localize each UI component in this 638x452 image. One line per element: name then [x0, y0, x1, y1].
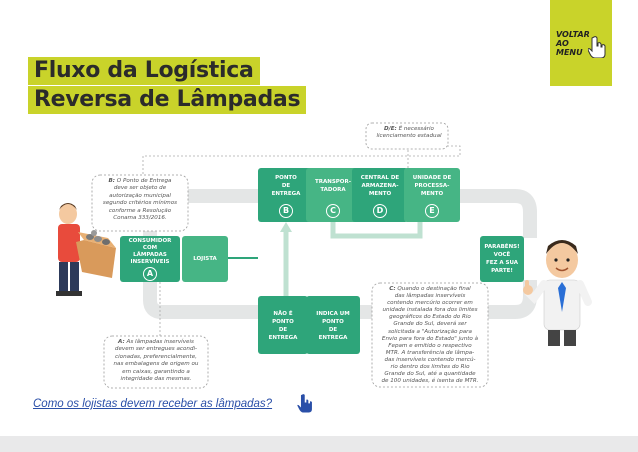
box-unidade-processamento: UNIDADE DE PROCESSA- MENTO E — [404, 168, 460, 222]
badge-b: B — [279, 204, 293, 218]
box-ponto-de-entrega: PONTO DE ENTREGA B — [258, 168, 314, 222]
badge-e: E — [425, 204, 439, 218]
pointer-hand-icon — [588, 36, 606, 58]
badge-a: A — [143, 267, 157, 281]
footer-bar — [0, 436, 638, 452]
note-b: B: O Ponto de Entrega deve ser objeto de… — [102, 178, 178, 222]
box-indica-ponto: INDICA UM PONTO DE ENTREGA — [306, 296, 360, 354]
box-consumidor: CONSUMIDOR COM LÂMPADAS INSERVÍVEIS A — [120, 236, 180, 282]
box-transportadora: TRANSPOR- TADORA C — [306, 168, 360, 222]
badge-d: D — [373, 204, 387, 218]
person-with-lamp-box-illustration — [56, 203, 116, 296]
note-a: A: As lâmpadas inservíveis devem ser ent… — [113, 339, 199, 383]
box-parabens: PARABÉNS! VOCÊ FEZ A SUA PARTE! — [480, 236, 524, 282]
pointer-hand-icon — [297, 393, 313, 414]
note-c: C: Quando o destinação final das lâmpada… — [381, 286, 479, 385]
lojistas-receber-lampadas-link[interactable]: Como os lojistas devem receber as lâmpad… — [33, 398, 273, 410]
page-title-line1: Fluxo da Logística — [28, 57, 260, 85]
businessman-thumbs-up-illustration — [523, 240, 592, 346]
back-to-menu-button[interactable]: VOLTAR AO MENU — [550, 0, 612, 86]
menu-label: VOLTAR AO MENU — [556, 30, 590, 57]
page-title-line2: Reversa de Lâmpadas — [28, 86, 307, 114]
box-nao-e-ponto: NÃO É PONTO DE ENTREGA — [258, 296, 308, 354]
badge-c: C — [326, 204, 340, 218]
box-lojista: LOJISTA — [182, 236, 228, 282]
box-central-armazenamento: CENTRAL DE ARMAZENA- MENTO D — [352, 168, 408, 222]
